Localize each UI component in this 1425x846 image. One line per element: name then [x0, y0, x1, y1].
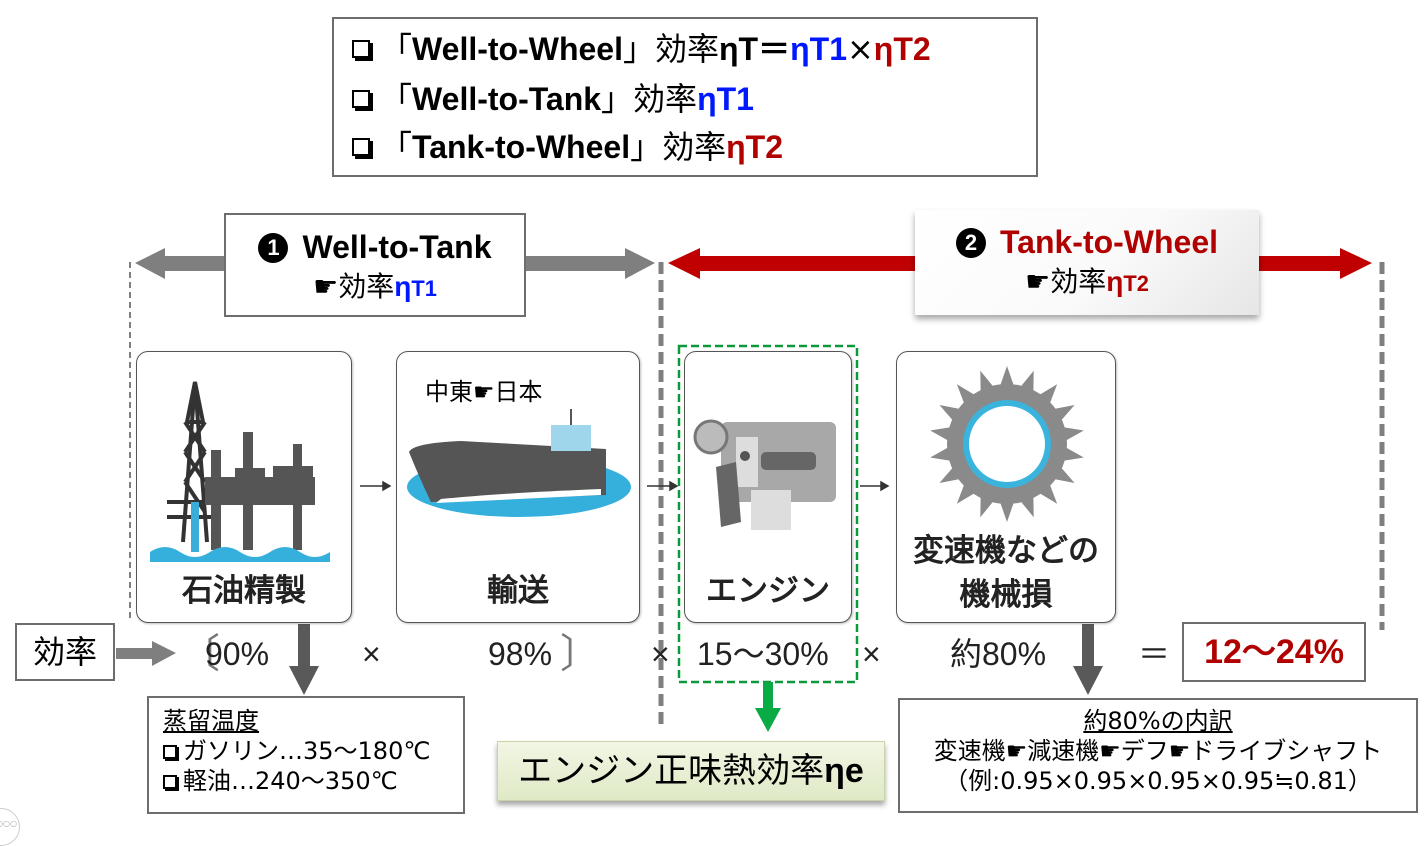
times-sign: × — [862, 636, 881, 672]
note-item-text: 軽油…240〜350℃ — [183, 767, 398, 795]
suffix: 」効率 — [630, 128, 727, 166]
efficiency-arrow-icon — [116, 641, 176, 666]
pointing-hand-icon: ☛ — [313, 270, 339, 303]
well-to-tank-arrow-icon — [135, 248, 655, 279]
times-sign: × — [651, 636, 670, 672]
breakdown-note: 約80%の内訳 変速機☛減速機☛デフ☛ドライブシャフト （例:0.95×0.95… — [898, 698, 1418, 813]
efficiency-transport: 98% — [488, 636, 553, 672]
term: Well-to-Tank — [412, 81, 602, 117]
note-item-text: ガソリン…35〜180℃ — [183, 737, 431, 765]
close-bracket: 〕 — [560, 632, 600, 676]
note-title: 蒸留温度 — [163, 707, 259, 735]
checkbox-bullet-icon — [163, 775, 177, 789]
distillation-note: 蒸留温度 ガソリン…35〜180℃ 軽油…240〜350℃ — [147, 696, 465, 814]
note-chain: 変速機☛減速機☛デフ☛ドライブシャフト — [933, 737, 1383, 765]
efficiency-refining: 90% — [205, 636, 270, 672]
tanker-ship-icon — [407, 409, 631, 517]
note-title: 約80%の内訳 — [1083, 707, 1233, 735]
bracket-open: 「 — [380, 30, 413, 68]
eta-subscript: T1 — [411, 276, 437, 301]
eta-symbol: η — [394, 271, 412, 302]
formula-eta-t2: ηT2 — [726, 129, 783, 165]
well-to-tank-header: 1 Well-to-Tank ☛効率ηT1 — [224, 213, 526, 317]
step-card-transport: 中東☛日本 輸送 — [396, 351, 640, 623]
open-bracket: 〔 — [180, 632, 220, 676]
legend-line-tank-to-wheel: 「Tank-to-Wheel」効率ηT2 — [352, 127, 783, 167]
term: Tank-to-Wheel — [412, 129, 631, 165]
step-label-line1: 変速機などの — [913, 533, 1099, 569]
legend-line-well-to-tank: 「Well-to-Tank」効率ηT1 — [352, 79, 754, 119]
step-label: 輸送 — [487, 573, 549, 609]
legend-box: 「Well-to-Wheel」効率ηT＝ηT1×ηT2 「Well-to-Tan… — [332, 17, 1038, 177]
efficiency-mechanical: 約80% — [950, 636, 1047, 672]
eta-subscript: T2 — [1123, 271, 1149, 296]
step-label-line2: 機械損 — [959, 577, 1053, 613]
oil-rig-icon — [150, 381, 330, 562]
term: Well-to-Wheel — [412, 31, 623, 67]
efficiency-engine: 15〜30% — [697, 636, 829, 672]
checkbox-bullet-icon — [352, 138, 370, 156]
efficiency-label-box: 効率 — [15, 623, 115, 681]
note-item: 軽油…240〜350℃ — [163, 766, 463, 796]
stage-title: 1 Well-to-Tank — [226, 225, 524, 269]
checkbox-bullet-icon — [352, 40, 370, 58]
step-card-engine: エンジン — [684, 351, 852, 623]
step-card-mechanical-loss: 変速機などの 機械損 — [896, 351, 1116, 623]
stage-title-text: Tank-to-Wheel — [999, 224, 1219, 260]
result-value: 12〜24% — [1204, 633, 1344, 671]
suffix: 」効率 — [622, 30, 719, 68]
route-caption: 中東☛日本 — [425, 378, 543, 406]
stage-title-text: Well-to-Tank — [302, 229, 492, 265]
eta-e-symbol: ηe — [824, 752, 864, 790]
tank-to-wheel-header: 2 Tank-to-Wheel ☛効率ηT2 — [915, 210, 1259, 315]
stage-efficiency: ☛効率ηT1 — [226, 269, 524, 307]
times-sign: × — [362, 636, 381, 672]
number-badge: 2 — [955, 228, 986, 258]
efficiency-label: 効率 — [1050, 265, 1107, 298]
step-label: 石油精製 — [182, 573, 306, 609]
step-label: エンジン — [706, 573, 830, 609]
eta-symbol: η — [1106, 266, 1124, 297]
note-item: ガソリン…35〜180℃ — [163, 736, 463, 766]
bracket-open: 「 — [380, 128, 413, 166]
formula-eta-t: ηT＝ — [718, 31, 791, 67]
formula-eta-t1: ηT1 — [697, 81, 754, 117]
equals-sign: ＝ — [1138, 636, 1171, 672]
engine-icon — [693, 419, 836, 530]
green-down-arrow-icon — [755, 682, 781, 732]
flow-arrows — [360, 480, 890, 492]
formula-eta-t2: ηT2 — [873, 31, 931, 67]
efficiency-label: 効率 — [338, 270, 395, 303]
note-example: （例:0.95×0.95×0.95×0.95≒0.81） — [944, 767, 1372, 795]
tank-to-wheel-arrow-icon — [668, 248, 1372, 279]
engine-thermal-efficiency-label: エンジン正味熱効率ηe — [497, 741, 885, 801]
engine-efficiency-text: エンジン正味熱効率 — [518, 751, 825, 791]
number-badge: 1 — [258, 233, 289, 263]
bracket-open: 「 — [380, 80, 413, 118]
formula-eta-t1: ηT1 — [790, 31, 847, 67]
times-sign: × — [846, 30, 874, 68]
gear-icon — [930, 366, 1084, 522]
checkbox-bullet-icon — [352, 90, 370, 108]
suffix: 」効率 — [601, 80, 698, 118]
stage-efficiency: ☛効率ηT2 — [915, 264, 1259, 302]
pointing-hand-icon: ☛ — [1025, 265, 1051, 298]
stage-title: 2 Tank-to-Wheel — [915, 220, 1259, 264]
checkbox-bullet-icon — [163, 745, 177, 759]
legend-line-well-to-wheel: 「Well-to-Wheel」効率ηT＝ηT1×ηT2 — [352, 29, 931, 69]
step-card-refining: 石油精製 — [136, 351, 352, 623]
dark-down-arrow-icon — [289, 624, 1103, 695]
result-box: 12〜24% — [1182, 622, 1366, 682]
